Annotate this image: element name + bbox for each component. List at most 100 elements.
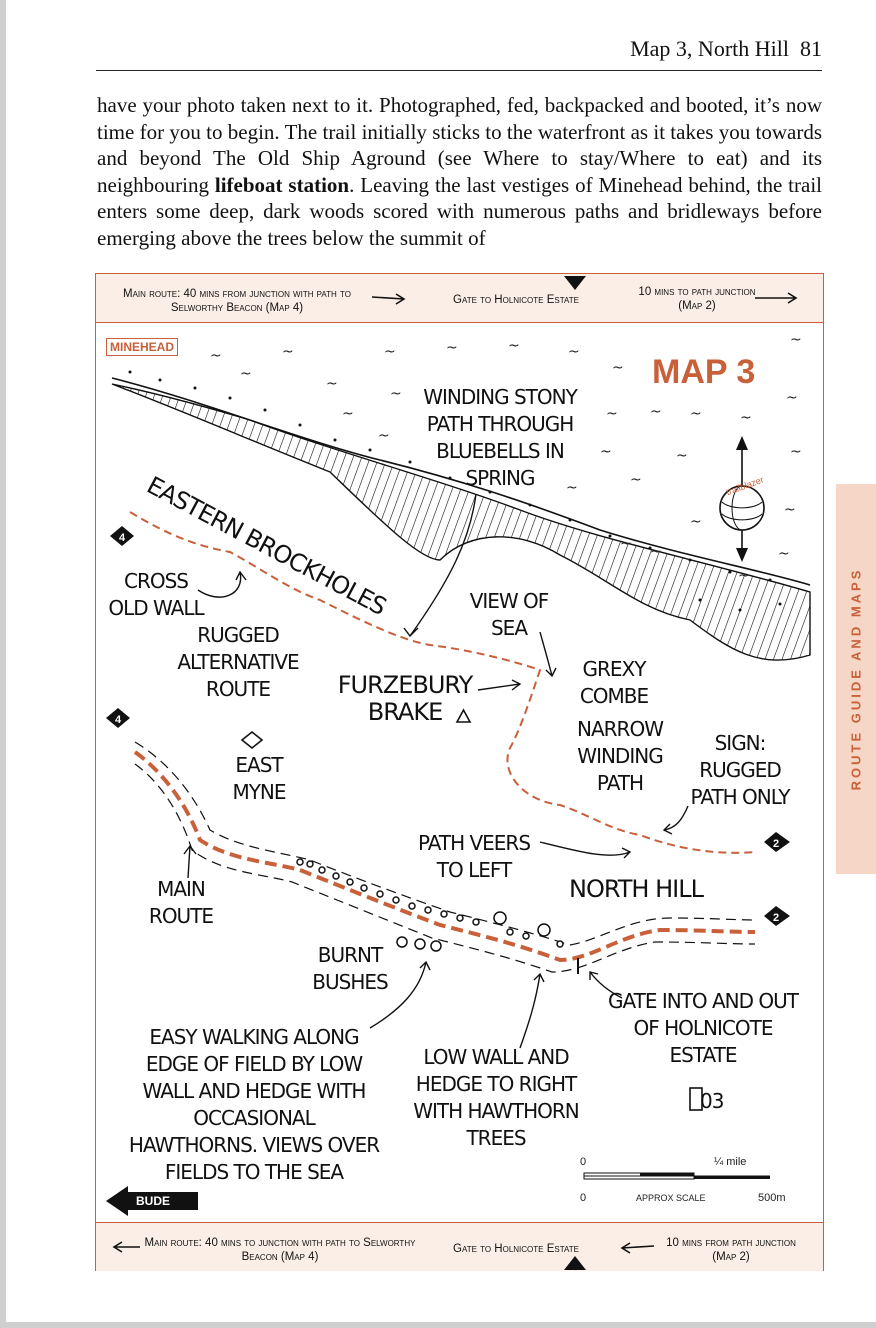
gate-marker-top	[564, 276, 586, 290]
svg-text:~: ~	[384, 344, 396, 360]
link-2a-badge	[764, 832, 790, 852]
hedge-circles	[296, 858, 564, 952]
bude-arrow-icon	[106, 1186, 128, 1216]
map-title: MAP 3	[652, 353, 756, 391]
label-easy-walking: EASY WALKING ALONG EDGE OF FIELD BY LOW …	[128, 1025, 380, 1184]
sea-waves: ~~~ ~~~ ~~~ ~~~ ~~~ ~~~ ~~~ ~~~ ~~~ ~~	[210, 332, 802, 584]
label-narrow-path: NARROW WINDING PATH	[577, 717, 664, 795]
svg-text:~: ~	[606, 406, 618, 422]
svg-text:~: ~	[650, 404, 662, 420]
label-cross-old-wall: CROSS OLD WALL	[108, 569, 204, 620]
leader-arrows	[183, 493, 689, 1049]
leader-low-wall	[519, 972, 545, 1049]
header-title: Map 3, North Hill	[630, 36, 789, 61]
leader-easy-walking	[369, 960, 431, 1029]
svg-text:~: ~	[778, 546, 790, 562]
label-gps-waypoint: 03	[700, 1089, 724, 1113]
label-main-route: MAIN ROUTE	[148, 877, 214, 928]
band-arrows	[112, 292, 798, 1254]
page-number: 81	[800, 36, 822, 61]
link-2a-text: 2	[773, 838, 779, 850]
svg-text:~: ~	[210, 348, 222, 364]
svg-text:~: ~	[326, 376, 338, 392]
svg-text:~: ~	[620, 536, 632, 552]
running-header: Map 3, North Hill 81	[630, 36, 822, 62]
scale-bar	[583, 1172, 770, 1180]
bottom-band-center: Gate to Holnicote Estate	[453, 1243, 579, 1255]
link-4b-text: 4	[115, 714, 122, 726]
svg-text:~: ~	[390, 386, 402, 402]
link-2b-text: 2	[773, 912, 779, 924]
body-text-end: . Leaving the last vestiges of Minehead …	[97, 172, 823, 250]
east-myne-marker	[240, 730, 264, 750]
gate-marker-bottom	[564, 1256, 586, 1270]
label-rugged-alt: RUGGED ALTERNATIVE ROUTE	[177, 623, 299, 701]
body-text-start: have your photo taken next to it. Photog…	[97, 93, 822, 197]
bottom-band: Main route: 40 mins to junction with pat…	[96, 1222, 823, 1271]
leader-view-sea	[539, 631, 557, 678]
svg-text:~: ~	[650, 544, 662, 560]
header-rule	[96, 70, 822, 71]
scale-approx: APPROX SCALE	[636, 1193, 706, 1203]
svg-text:~: ~	[342, 406, 354, 422]
main-route-edge-lower	[134, 763, 756, 973]
arrow-bottom-left	[112, 1241, 140, 1253]
link-2b-badge	[764, 906, 790, 926]
link-4b-badge	[106, 708, 130, 728]
label-furzebury: FURZEBURY BRAKE	[337, 671, 473, 726]
label-winding-path: WINDING STONY PATH THROUGH BLUEBELLS IN …	[423, 385, 578, 490]
cliff-hatching	[111, 383, 811, 661]
rugged-route	[129, 511, 756, 854]
svg-text:~: ~	[740, 410, 752, 426]
label-sign-rugged: SIGN: RUGGED PATH ONLY	[690, 731, 791, 809]
leader-sign	[662, 805, 689, 835]
label-view-of-sea: VIEW OF SEA	[469, 589, 550, 640]
svg-text:~: ~	[568, 344, 580, 360]
svg-text:~: ~	[690, 406, 702, 422]
leader-main-route	[183, 844, 197, 879]
top-band-right: 10 mins to path junction (Map 2)	[638, 286, 756, 312]
svg-text:~: ~	[612, 360, 624, 376]
svg-text:~: ~	[566, 480, 578, 496]
svg-text:~: ~	[600, 444, 612, 460]
label-east-myne: EAST MYNE	[232, 753, 286, 804]
svg-text:~: ~	[738, 568, 750, 584]
furzebury-triangle	[455, 708, 472, 723]
page-edge-left	[0, 0, 6, 1328]
leader-furzebury	[477, 679, 522, 691]
side-tab: ROUTE GUIDE AND MAPS	[836, 484, 876, 874]
top-band-left: Main route: 40 mins from junction with p…	[122, 288, 351, 314]
leader-cross-wall	[197, 570, 247, 598]
label-low-wall: LOW WALL AND HEDGE TO RIGHT WITH HAWTHOR…	[413, 1045, 580, 1150]
link-4a-text: 4	[119, 532, 126, 544]
bude-label: BUDE	[126, 1192, 198, 1210]
svg-text:~: ~	[508, 338, 520, 354]
gps-icon	[689, 1087, 703, 1111]
link-badges: 4 4 2 2	[106, 526, 790, 926]
page-edge-bottom	[0, 1322, 876, 1328]
main-route-edge-upper	[134, 741, 756, 946]
svg-text:~: ~	[690, 514, 702, 530]
svg-text:~: ~	[676, 448, 688, 464]
svg-text:~: ~	[784, 502, 796, 518]
arrow-top-left	[371, 293, 406, 305]
label-grexy-combe: GREXY COMBE	[579, 657, 649, 708]
label-burnt-bushes: BURNT BUSHES	[312, 943, 388, 994]
body-paragraph: have your photo taken next to it. Photog…	[97, 92, 822, 251]
svg-text:~: ~	[790, 332, 802, 348]
leader-path-veers	[539, 841, 632, 859]
label-north-hill: NORTH HILL	[569, 875, 704, 903]
minehead-label: MINEHEAD	[106, 338, 179, 356]
svg-text:~: ~	[240, 366, 252, 382]
body-text-bold: lifeboat station	[214, 172, 350, 197]
top-band-center: Gate to Holnicote Estate	[453, 294, 579, 306]
link-4a-badge	[110, 526, 134, 546]
svg-text:~: ~	[446, 340, 458, 356]
top-band: Main route: 40 mins from junction with p…	[96, 274, 823, 323]
leader-gate	[589, 971, 623, 999]
svg-text:~: ~	[630, 472, 642, 488]
scale-metres: 500m	[758, 1192, 786, 1204]
shingle-dots	[128, 370, 782, 612]
label-path-veers: PATH VEERS TO LEFT	[417, 831, 531, 882]
